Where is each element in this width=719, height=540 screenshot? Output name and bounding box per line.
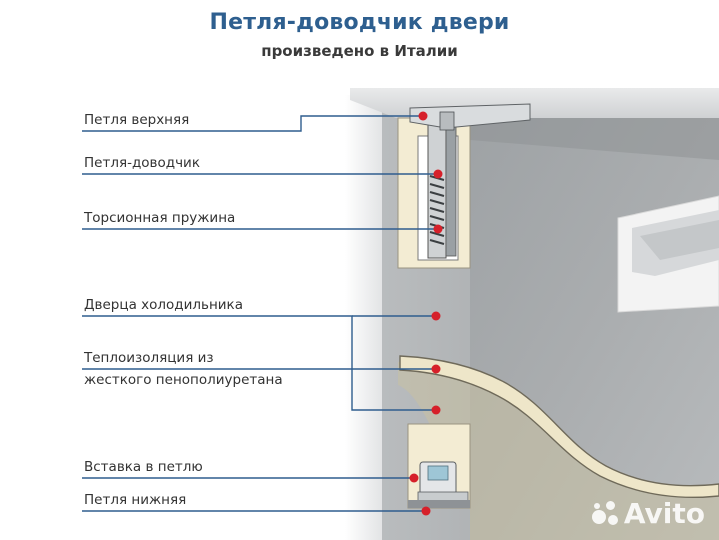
marker-hinge-insert (409, 473, 419, 483)
hinge-closer-side (445, 117, 457, 257)
bottom-hinge-plate (408, 500, 470, 508)
hinge-insert (417, 461, 469, 503)
avito-logo-icon (591, 500, 618, 527)
page-title: Петля-доводчик двери (209, 10, 510, 35)
label-top-hinge: Петля верхняя (84, 112, 190, 128)
callout-lines (82, 115, 438, 512)
markers (409, 111, 443, 516)
label-hinge-insert: Вставка в петлю (84, 459, 203, 475)
door-handle (617, 195, 719, 313)
marker-bottom-hinge (421, 506, 431, 516)
label-insulation-line2: жесткого пенополиуретана (84, 372, 283, 388)
marker-insulation (431, 364, 441, 374)
label-fridge-door: Дверца холодильника (84, 297, 243, 313)
label-torsion-spring: Торсионная пружина (84, 210, 236, 226)
countertop (350, 88, 719, 118)
marker-hinge-closer (433, 169, 443, 179)
marker-door (431, 311, 441, 321)
door-top-shade (470, 118, 719, 160)
marker-top-hinge (418, 111, 428, 121)
avito-watermark-text: Avito (623, 497, 705, 530)
label-hinge-closer: Петля-доводчик (84, 155, 200, 171)
marker-torsion-spring (433, 224, 443, 234)
page-subtitle: произведено в Италии (261, 42, 458, 60)
door-edge-shadow (398, 362, 719, 540)
avito-watermark: Avito (591, 497, 705, 530)
label-insulation-line1: Теплоизоляция из (84, 350, 214, 366)
label-bottom-hinge: Петля нижняя (84, 492, 187, 508)
marker-door-lower (431, 405, 441, 415)
top-hinge-pin (439, 111, 455, 131)
